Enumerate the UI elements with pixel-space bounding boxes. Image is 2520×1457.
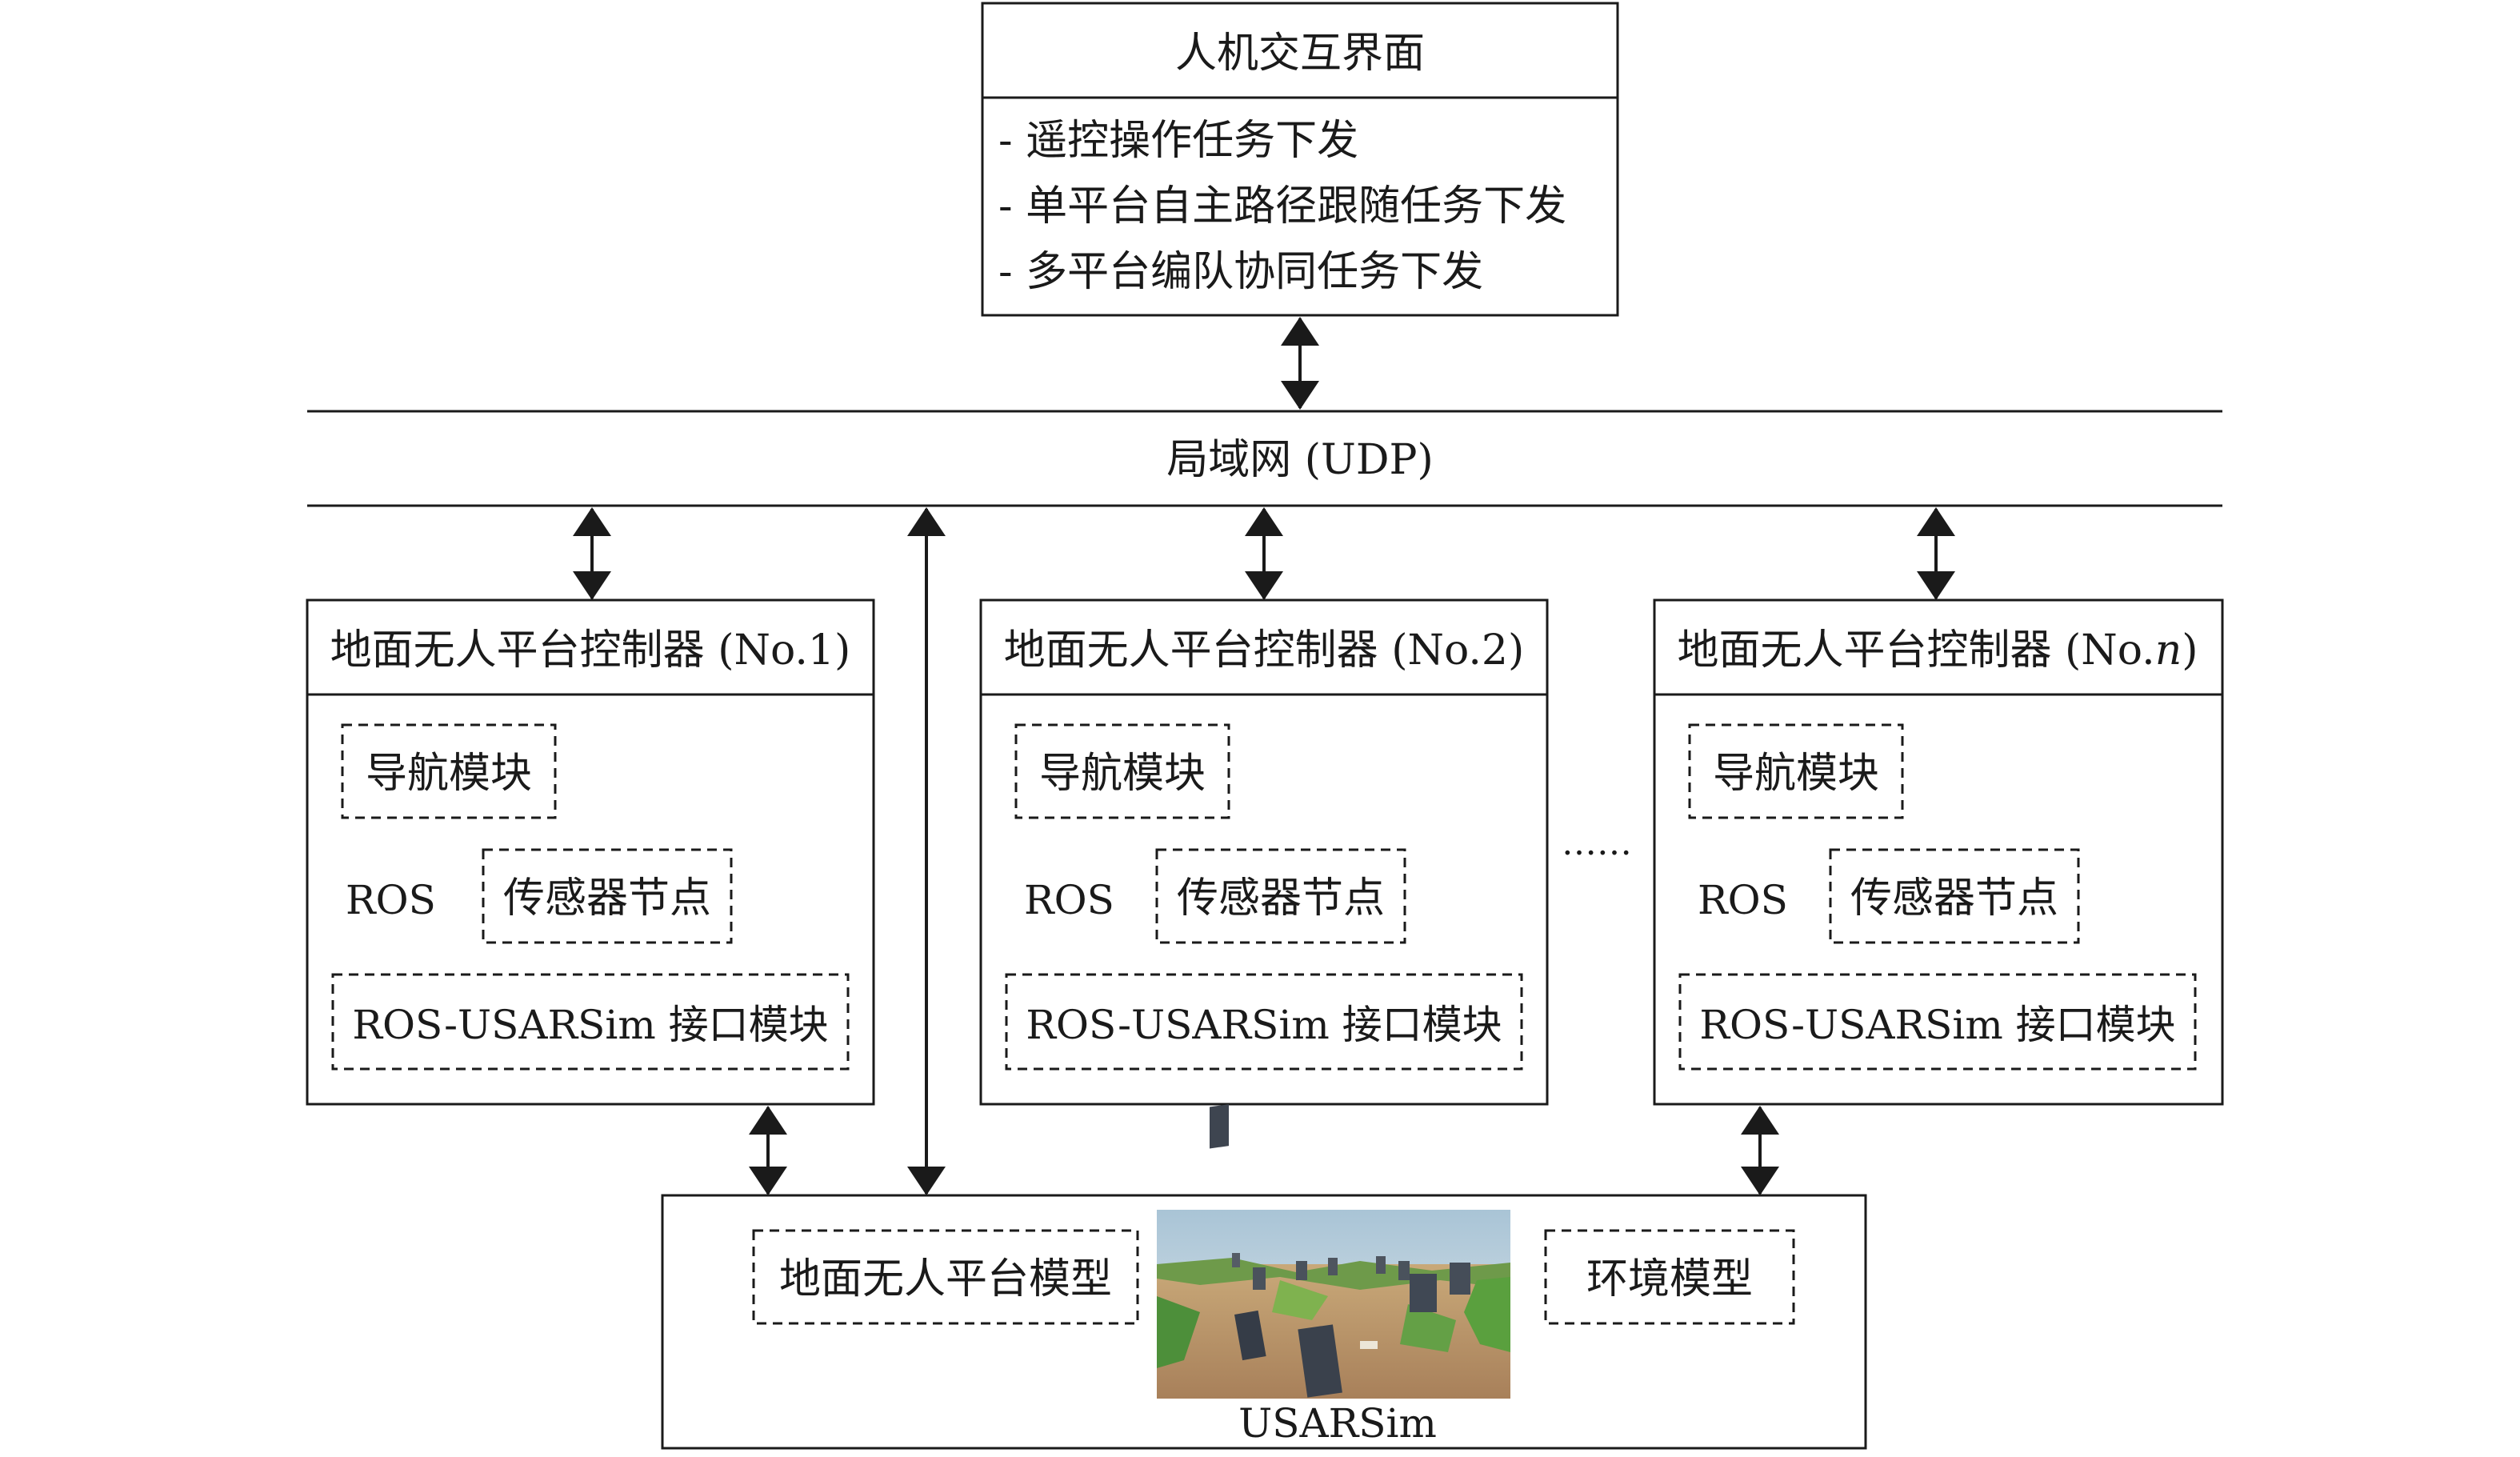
platform-model-box [752,1229,1139,1325]
env-model-label: 环境模型 [1586,1255,1753,1303]
hmi-box: 人机交互界面 - 遥控操作任务下发 - 单平台自主路径跟随任务下发 - 多平台编… [981,2,1619,317]
lan-bus: 局域网 (UDP) [307,410,2222,507]
ros-label: ROS [346,877,436,923]
lan-label: 局域网 (UDP) [1166,436,1434,484]
nav-module-box [341,723,557,819]
platform-model-label: 地面无人平台模型 [779,1255,1112,1303]
simulation-scene-image [1157,1104,1510,1399]
interface-module-box [1678,973,2197,1071]
nav-module-label: 导航模块 [1713,750,1879,798]
hmi-item-3: - 多平台编队协同任务下发 [998,248,1483,296]
controller-box-n: 地面无人平台控制器 (No.n) 导航模块 ROS 传感器节点 ROS-USAR… [1653,598,2224,1106]
hmi-title: 人机交互界面 [1175,30,1425,78]
nav-module-label: 导航模块 [1039,750,1206,798]
interface-module-label: ROS-USARSim 接口模块 [1026,1002,1502,1048]
more-controllers-ellipsis: …… [1562,823,1632,863]
controller-box-1: 地面无人平台控制器 (No.1) 导航模块 ROS 传感器节点 ROS-USAR… [306,598,875,1106]
interface-module-box [331,973,850,1071]
usarsim-label: USARSim [1238,1400,1437,1447]
ros-label: ROS [1024,877,1114,923]
env-model-box [1544,1229,1795,1325]
sensor-node-box [482,848,733,944]
controller-title-1: 地面无人平台控制器 (No.1) [330,626,851,674]
interface-module-box [1005,973,1523,1071]
nav-module-label: 导航模块 [366,750,532,798]
sensor-node-label: 传感器节点 [1177,875,1385,923]
sensor-node-label: 传感器节点 [1850,875,2058,923]
controller-title-n: 地面无人平台控制器 (No.n) [1677,626,2198,674]
controller-title-2: 地面无人平台控制器 (No.2) [1004,626,1525,674]
sensor-node-box [1829,848,2080,944]
hmi-item-1: - 遥控操作任务下发 [998,117,1358,165]
nav-module-box [1688,723,1904,819]
hmi-item-2: - 单平台自主路径跟随任务下发 [998,182,1566,230]
interface-module-label: ROS-USARSim 接口模块 [1699,1002,2175,1048]
nav-module-box [1014,723,1230,819]
interface-module-label: ROS-USARSim 接口模块 [352,1002,828,1048]
ros-label: ROS [1698,877,1788,923]
controller-box-2: 地面无人平台控制器 (No.2) 导航模块 ROS 传感器节点 ROS-USAR… [979,598,1549,1106]
usarsim-box: 地面无人平台模型 环境模型 USARSim [661,1104,1867,1450]
sensor-node-box [1155,848,1406,944]
sensor-node-label: 传感器节点 [503,875,711,923]
